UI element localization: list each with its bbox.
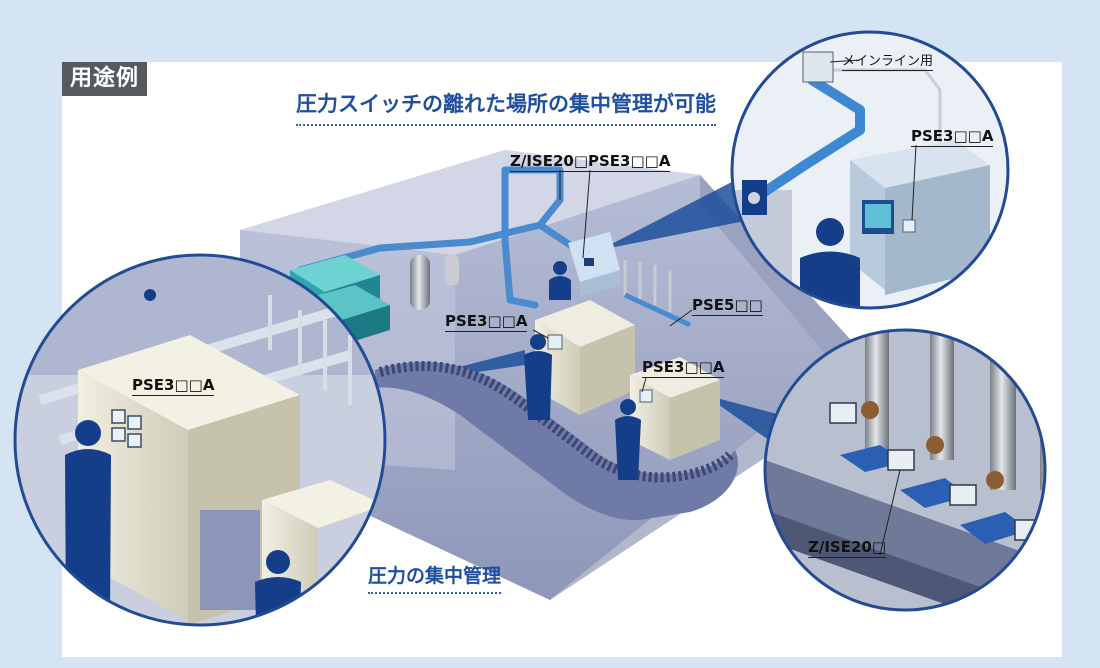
headline-central-pressure: 圧力の集中管理: [368, 561, 502, 594]
zoom-circle-right: [763, 328, 1047, 612]
conveyor-belt: [375, 361, 738, 521]
headline-remote-monitoring: 圧力スイッチの離れた場所の集中管理が可能: [296, 88, 716, 126]
label-leaders: [532, 59, 917, 556]
label-pse3-middle: PSE3□□A: [445, 312, 528, 332]
distribution-valves: [623, 260, 692, 328]
label-zise20-top: Z/ISE20□: [510, 152, 589, 172]
label-pse3-left: PSE3□□A: [132, 376, 215, 396]
callout-beam-top: [600, 170, 775, 250]
label-pse5: PSE5□□: [692, 296, 763, 316]
label-zise20-bottom: Z/ISE20□: [808, 538, 887, 558]
label-pse3-top: PSE3□□A: [588, 152, 671, 172]
zoom-circle-left: [13, 253, 387, 627]
sensor-cabinet-top: [568, 232, 620, 297]
workers: [524, 261, 641, 480]
usage-example-tag: 用途例: [62, 62, 148, 96]
air-tank: [410, 255, 459, 310]
label-main-line: メインライン用: [842, 50, 934, 71]
label-pse3-topright: PSE3□□A: [911, 127, 994, 147]
label-pse3-right: PSE3□□A: [642, 358, 725, 378]
zoom-circle-top: [730, 30, 1010, 310]
